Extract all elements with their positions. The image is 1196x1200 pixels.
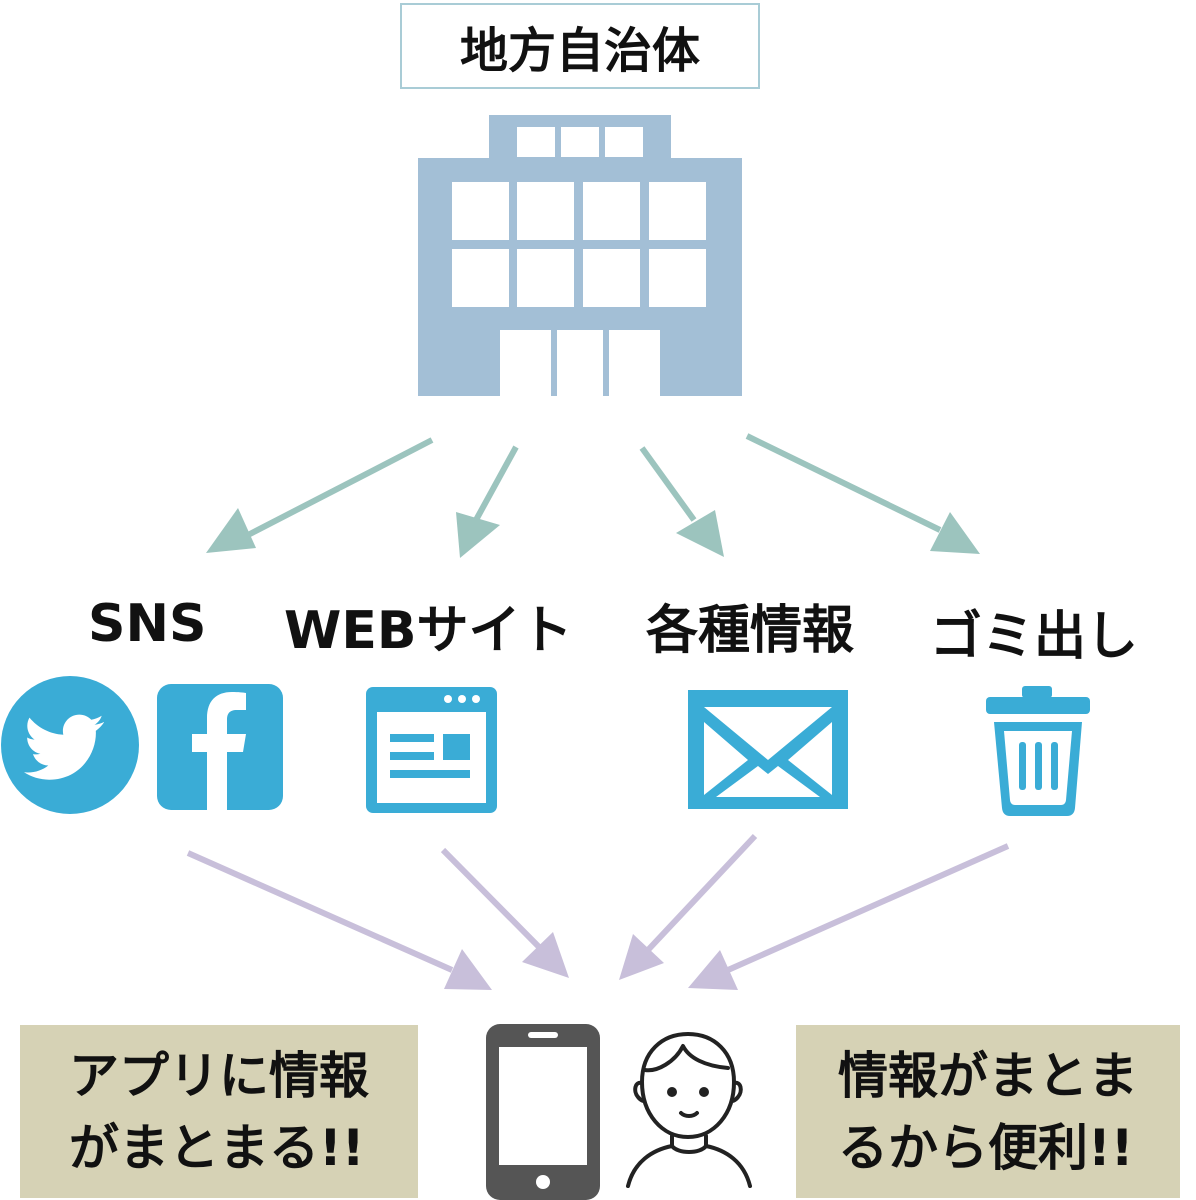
arrows-top <box>206 433 980 558</box>
arrow-to-sns <box>206 437 434 553</box>
title-box: 地方自治体 <box>400 3 760 89</box>
mail-icon <box>688 690 848 809</box>
twitter-icon <box>1 676 139 814</box>
channel-label-web: WEBサイト <box>284 601 573 661</box>
arrow-from-garbage <box>688 843 1010 990</box>
arrow-from-sns <box>186 850 492 990</box>
person-icon <box>626 1032 752 1188</box>
channel-label-garbage: ゴミ出し <box>930 607 1139 667</box>
browser-icon <box>366 687 497 813</box>
note-right-text: 情報がまとま るから便利!! <box>838 1046 1138 1177</box>
arrow-from-web <box>440 847 569 978</box>
building-icon <box>418 115 742 396</box>
note-left: アプリに情報 がまとまる!! <box>20 1025 418 1198</box>
arrows-bottom <box>186 833 1010 990</box>
trash-icon <box>986 686 1090 816</box>
channel-label-sns: SNS <box>88 594 207 654</box>
arrow-to-web <box>456 445 519 558</box>
title-label: 地方自治体 <box>459 23 700 79</box>
facebook-icon <box>157 684 283 810</box>
channel-label-info: 各種情報 <box>646 601 855 661</box>
arrow-from-info <box>619 833 758 980</box>
smartphone-icon <box>486 1024 600 1200</box>
note-left-text: アプリに情報 がまとまる!! <box>69 1046 369 1177</box>
arrow-to-info <box>639 446 724 557</box>
note-right: 情報がまとま るから便利!! <box>796 1025 1180 1198</box>
arrow-to-garbage <box>745 433 980 554</box>
